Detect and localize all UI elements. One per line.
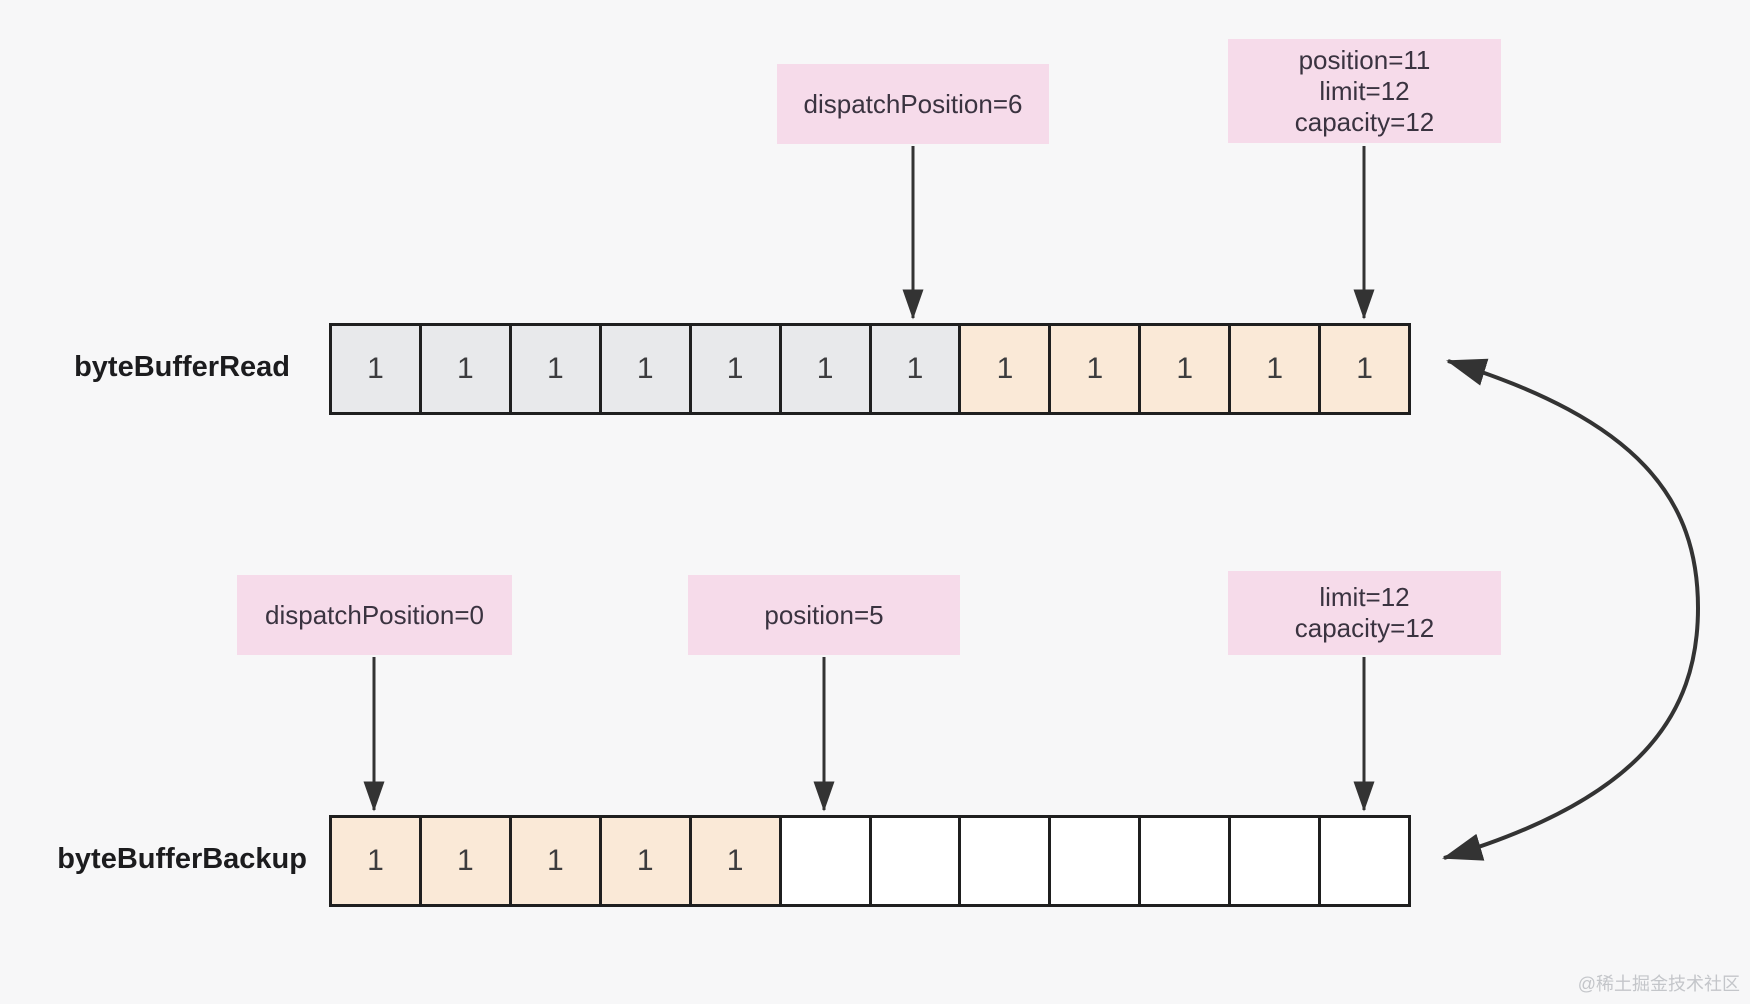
buffer-cell (1048, 818, 1139, 904)
annotation-line: dispatchPosition=0 (265, 599, 484, 630)
annotation-dispatch-position-backup: dispatchPosition=0 (237, 575, 512, 655)
buffer-cell (1138, 818, 1229, 904)
buffer-cell (778, 818, 869, 904)
buffer-cell (1228, 818, 1319, 904)
buffer-read-label: byteBufferRead (74, 351, 290, 383)
buffer-cell: 1 (598, 326, 689, 412)
buffer-cell: 1 (1318, 326, 1409, 412)
buffer-cell: 1 (1138, 326, 1229, 412)
buffer-cell: 1 (598, 818, 689, 904)
annotation-line: limit=12 (1319, 582, 1410, 612)
buffer-backup-label: byteBufferBackup (57, 843, 307, 875)
annotation-line: position=5 (764, 599, 884, 630)
buffer-cell: 1 (688, 818, 779, 904)
buffer-cell: 1 (508, 326, 599, 412)
buffer-cell: 1 (1228, 326, 1319, 412)
buffer-cell: 1 (778, 326, 869, 412)
buffer-cell: 1 (1048, 326, 1139, 412)
buffer-cell: 1 (418, 326, 509, 412)
annotation-line: capacity=12 (1294, 613, 1435, 643)
annotation-line: dispatchPosition=6 (803, 88, 1023, 119)
annotation-line: limit=12 (1319, 75, 1410, 106)
buffer-cell (868, 818, 959, 904)
buffer-cell (1318, 818, 1409, 904)
buffer-cell: 1 (332, 818, 419, 904)
buffer-cell (958, 818, 1049, 904)
annotation-limit-capacity-backup: limit=12 capacity=12 (1228, 571, 1501, 655)
annotation-position-limit-capacity-read: position=11 limit=12 capacity=12 (1228, 39, 1501, 143)
buffer-cell: 1 (688, 326, 779, 412)
buffer-cell: 1 (868, 326, 959, 412)
annotation-line: position=11 (1298, 44, 1431, 75)
buffer-cell: 1 (332, 326, 419, 412)
annotation-line: capacity=12 (1294, 106, 1435, 137)
buffer-cell: 1 (508, 818, 599, 904)
watermark: @稀土掘金技术社区 (1577, 974, 1740, 994)
annotation-position-backup: position=5 (688, 575, 960, 655)
buffer-cell: 1 (958, 326, 1049, 412)
annotation-dispatch-position-read: dispatchPosition=6 (777, 64, 1049, 144)
buffer-cell: 1 (418, 818, 509, 904)
